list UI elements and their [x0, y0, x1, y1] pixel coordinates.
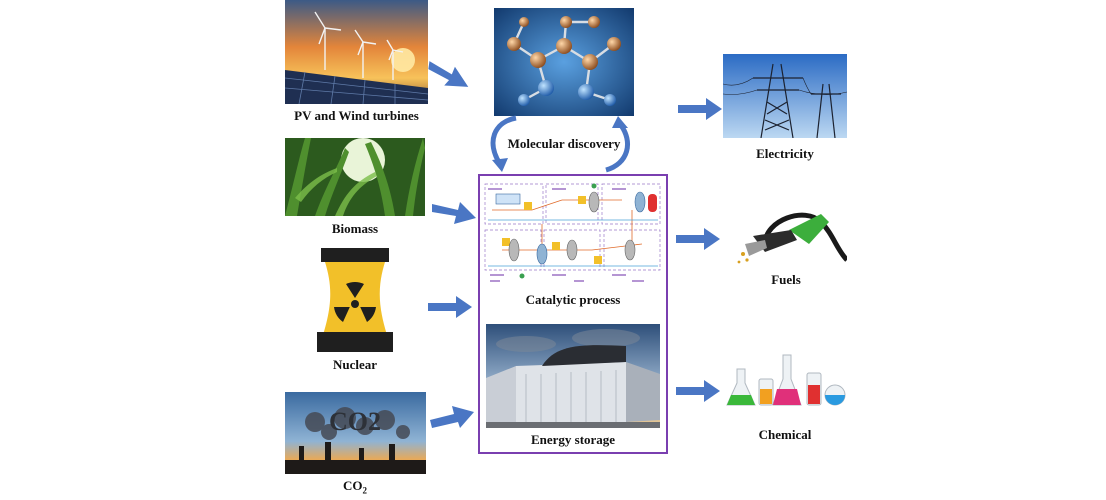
nuclear-label: Nuclear — [332, 357, 378, 372]
arrow-nuclear-to-catalytic — [428, 296, 472, 318]
arrow-co2-to-storage — [430, 404, 474, 430]
fuels-label: Fuels — [771, 272, 801, 287]
pv-wind-label: PV and Wind turbines — [294, 108, 419, 123]
co2-cloud-text: CO2 — [329, 407, 381, 436]
arrow-to-fuels — [676, 228, 720, 250]
co2-image: CO2 — [285, 392, 426, 474]
co2-label: CO2 — [315, 478, 395, 496]
process-storage-frame — [478, 174, 668, 454]
biomass-image — [285, 138, 425, 216]
arrow-to-chemical — [676, 380, 720, 402]
nuclear-image — [305, 248, 405, 352]
cycle-arrow-left — [484, 115, 520, 172]
pv-wind-image — [285, 0, 428, 104]
arrow-pv-to-molecular — [428, 58, 470, 88]
cycle-arrow-right — [600, 116, 636, 173]
catalytic-flowsheet-image — [482, 180, 664, 290]
chemical-label: Chemical — [758, 427, 812, 442]
molecular-image — [494, 8, 634, 116]
co2-label-main: CO — [343, 478, 363, 493]
molecular-discovery-label: Molecular discovery — [507, 136, 621, 151]
co2-label-sub: 2 — [362, 485, 368, 496]
chemical-image — [723, 349, 847, 411]
arrow-biomass-to-catalytic — [432, 200, 476, 226]
electricity-label: Electricity — [756, 146, 814, 161]
biomass-label: Biomass — [331, 221, 379, 236]
arrow-to-electricity — [678, 98, 722, 120]
catalytic-process-label: Catalytic process — [525, 292, 621, 307]
energy-storage-label: Energy storage — [530, 432, 616, 447]
fuels-image — [725, 200, 847, 268]
electricity-image — [723, 54, 847, 138]
energy-storage-image — [486, 324, 660, 428]
